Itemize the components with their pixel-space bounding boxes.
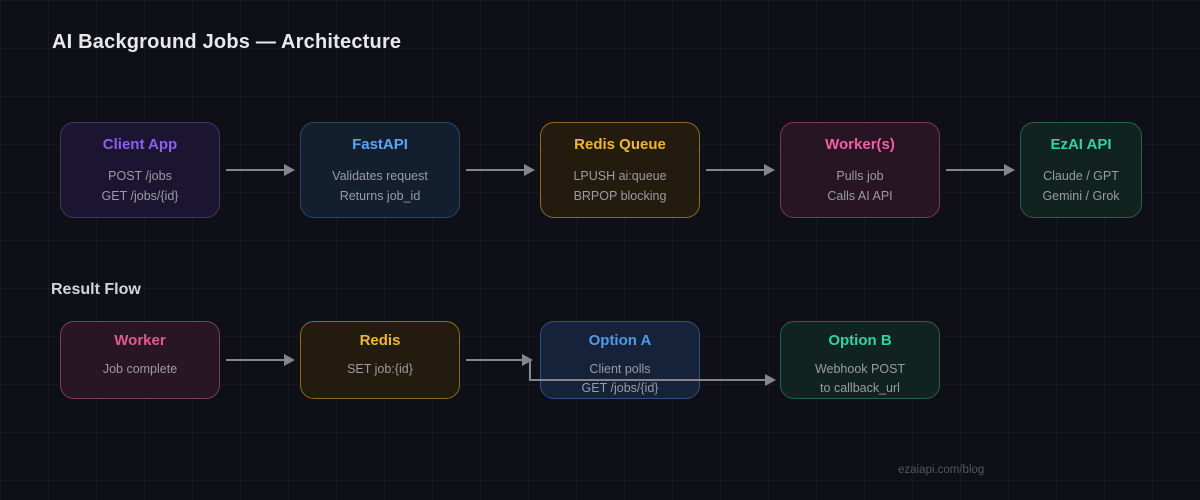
node-title: Worker <box>114 332 166 349</box>
footer-url: ezaiapi.com/blog <box>898 464 985 476</box>
node-client-app: Client App POST /jobs GET /jobs/{id} <box>60 122 220 218</box>
node-detail: Validates request <box>332 169 428 183</box>
node-ezai-api: EzAI API Claude / GPT Gemini / Grok <box>1020 122 1142 218</box>
arrow-client-to-fastapi <box>226 164 295 176</box>
node-title: EzAI API <box>1050 136 1112 153</box>
node-title: Option B <box>828 332 892 349</box>
node-detail: to callback_url <box>820 381 900 395</box>
arrow-queue-to-workers <box>706 164 775 176</box>
arrow-workers-to-ezai <box>946 164 1015 176</box>
node-title: Option A <box>588 332 652 349</box>
node-detail: Webhook POST <box>814 362 906 376</box>
node-option-a: Option A Client polls GET /jobs/{id} <box>540 321 700 399</box>
node-title: FastAPI <box>352 136 408 153</box>
node-redis: Redis SET job:{id} <box>300 321 460 399</box>
node-detail: Job complete <box>102 362 178 376</box>
arrow-redis-to-option-a <box>466 354 533 366</box>
node-detail: SET job:{id} <box>347 362 413 376</box>
branch-connector-vertical <box>529 360 531 380</box>
node-title: Worker(s) <box>825 136 895 153</box>
node-title: Redis <box>359 332 401 349</box>
arrow-worker-to-redis <box>226 354 295 366</box>
node-detail: BRPOP blocking <box>573 189 667 203</box>
node-detail: Client polls <box>589 362 651 376</box>
arrow-fastapi-to-queue <box>466 164 535 176</box>
node-detail: Returns job_id <box>339 189 421 203</box>
node-worker: Worker Job complete <box>60 321 220 399</box>
node-detail: GET /jobs/{id} <box>101 189 179 203</box>
node-fastapi: FastAPI Validates request Returns job_id <box>300 122 460 218</box>
node-detail: GET /jobs/{id} <box>581 381 659 395</box>
node-detail: POST /jobs <box>108 169 172 183</box>
node-detail: Gemini / Grok <box>1042 189 1120 203</box>
node-title: Client App <box>102 136 178 153</box>
node-detail: LPUSH ai:queue <box>573 169 667 183</box>
node-title: Redis Queue <box>574 136 666 153</box>
node-detail: Calls AI API <box>827 189 893 203</box>
node-detail: Pulls job <box>836 169 884 183</box>
node-option-b: Option B Webhook POST to callback_url <box>780 321 940 399</box>
node-workers: Worker(s) Pulls job Calls AI API <box>780 122 940 218</box>
result-flow-label: Result Flow <box>51 281 141 298</box>
node-redis-queue: Redis Queue LPUSH ai:queue BRPOP blockin… <box>540 122 700 218</box>
page-title: AI Background Jobs — Architecture <box>52 31 402 53</box>
node-detail: Claude / GPT <box>1043 169 1119 183</box>
arrow-branch-to-option-b <box>529 374 776 386</box>
